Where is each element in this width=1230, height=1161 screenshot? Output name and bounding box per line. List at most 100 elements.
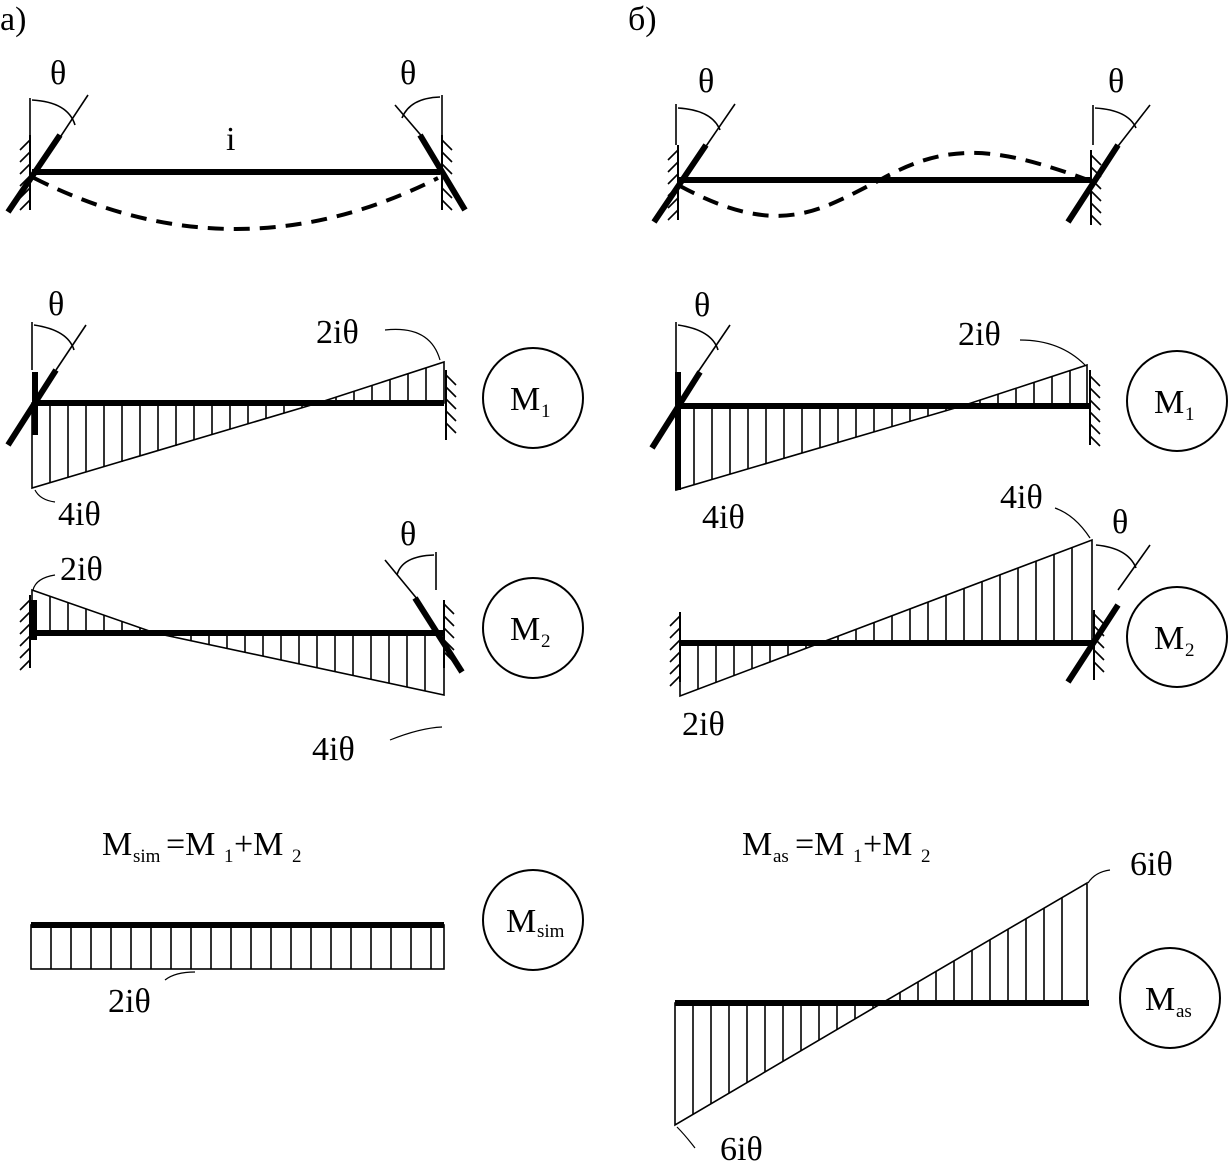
mas-right-pointer xyxy=(1087,869,1111,884)
mas-eq-sub2: 1 xyxy=(853,846,863,867)
theta-arc-left-a xyxy=(31,99,76,126)
hatch-right-b xyxy=(1090,154,1102,226)
msim-hatching xyxy=(50,925,432,969)
m2-a-rotated-line xyxy=(412,596,465,674)
m1-b-hatching xyxy=(693,371,1071,485)
m1-a-hatching xyxy=(49,368,427,483)
m1-a-theta-arc xyxy=(33,324,75,351)
m1-b-rotated-line xyxy=(649,370,703,450)
msim-eq-m: M xyxy=(102,826,132,863)
msim-rect xyxy=(30,924,445,970)
panel-a-m1-diagram: θ 2iθ 4iθ M 1 xyxy=(5,286,584,533)
m2-b-right-value: 4iθ xyxy=(1000,479,1043,516)
m2-b-left-hatch xyxy=(669,615,681,687)
m2-b-theta-arc xyxy=(1095,544,1137,569)
m2-a-left-value: 2iθ xyxy=(60,551,103,588)
m2-b-left-value: 2iθ xyxy=(682,706,725,743)
m1-b-left-value: 4iθ xyxy=(702,499,745,536)
theta-label-left-a: θ xyxy=(50,55,66,92)
msim-eq-sub3: 2 xyxy=(292,846,302,867)
panel-a-deformed-beam: θ θ i xyxy=(5,55,468,231)
msim-circle-sub: sim xyxy=(537,921,565,942)
rotated-line-right-b xyxy=(1065,143,1121,224)
mas-left-value: 6iθ xyxy=(720,1131,763,1161)
m1-b-theta-arc xyxy=(677,324,719,351)
hatch-left-a xyxy=(19,139,31,211)
mas-circle-main: M xyxy=(1145,981,1175,1018)
m2-b-right-pointer xyxy=(1054,507,1091,539)
m1-b-right-pointer xyxy=(1019,339,1086,366)
panel-a-m2-diagram: θ 2iθ 4iθ M 2 xyxy=(19,516,584,768)
m1-b-upper-triangle xyxy=(961,363,1088,407)
msim-eq-rest: =M xyxy=(166,826,215,863)
m1-a-rotated-line xyxy=(5,368,59,447)
mas-left-pointer xyxy=(676,1126,696,1149)
m2-a-theta-ray xyxy=(384,559,419,601)
m1-a-theta-ray xyxy=(55,324,87,371)
m1-b-circle-main: M xyxy=(1154,384,1184,421)
rotated-line-left-a xyxy=(5,133,63,214)
msim-equation: M sim =M 1 +M 2 xyxy=(102,826,302,867)
panel-b-label: б) xyxy=(628,1,657,38)
theta-label-right-a: θ xyxy=(400,55,416,92)
m2-a-circle-sub: 2 xyxy=(541,631,551,652)
mas-lower-triangle xyxy=(674,1002,885,1127)
m1-b-circle xyxy=(1126,350,1228,452)
m1-a-lower-triangle xyxy=(31,402,319,490)
m1-b-circle-sub: 1 xyxy=(1185,404,1195,425)
m1-a-right-hatch xyxy=(445,374,457,434)
m1-b-right-hatch xyxy=(1089,375,1101,447)
m2-a-left-hatch xyxy=(19,599,31,671)
msim-eq-sub2: 1 xyxy=(224,846,234,867)
m2-a-theta-arc xyxy=(396,554,435,576)
msim-pointer xyxy=(164,971,196,981)
m2-a-right-hatch xyxy=(443,603,455,663)
panel-a-msum-diagram: M sim =M 1 +M 2 2iθ M sim xyxy=(30,826,584,1020)
mas-right-value: 6iθ xyxy=(1130,846,1173,883)
mas-eq-sub3: 2 xyxy=(921,846,931,867)
panel-a-label: а) xyxy=(0,1,26,38)
m2-a-right-value: 4iθ xyxy=(312,731,355,768)
m1-a-upper-triangle xyxy=(317,360,445,404)
mas-eq-plus: +M xyxy=(863,826,912,863)
mas-hatching xyxy=(692,898,1063,1114)
msim-circle-main: M xyxy=(506,903,536,940)
rotated-line-right-a xyxy=(417,133,468,212)
m1-a-left-value: 4iθ xyxy=(58,496,101,533)
theta-ray-left-b xyxy=(699,103,736,156)
m1-a-circle-main: M xyxy=(510,381,540,418)
msim-eq-plus: +M xyxy=(234,826,283,863)
mas-circle-sub: as xyxy=(1176,1001,1192,1022)
m2-b-circle-main: M xyxy=(1154,620,1184,657)
m1-a-right-pointer xyxy=(384,328,441,361)
m2-a-hatching xyxy=(49,596,426,691)
m1-b-right-value: 2iθ xyxy=(958,316,1001,353)
mas-eq-m: M xyxy=(742,826,772,863)
theta-label-right-b: θ xyxy=(1108,63,1124,100)
m2-a-left-pointer xyxy=(32,574,56,591)
mas-circle xyxy=(1119,947,1221,1049)
msim-value: 2iθ xyxy=(108,983,151,1020)
m1-b-theta-ray xyxy=(697,324,731,373)
m2-b-theta-label: θ xyxy=(1112,504,1128,541)
m2-b-circle-sub: 2 xyxy=(1185,640,1195,661)
m1-b-theta-label: θ xyxy=(694,287,710,324)
theta-ray-left-a xyxy=(54,94,89,146)
m1-b-lower-triangle xyxy=(675,405,963,492)
panel-b-m1-diagram: θ 2iθ 4iθ M 1 xyxy=(649,287,1228,536)
m1-a-circle xyxy=(482,347,584,449)
m2-a-circle xyxy=(482,577,584,679)
m1-a-theta-label: θ xyxy=(48,286,64,323)
m2-b-theta-ray xyxy=(1117,544,1151,591)
deflection-curve-a xyxy=(33,176,439,231)
rotated-line-left-b xyxy=(651,143,709,224)
m1-a-right-value: 2iθ xyxy=(316,314,359,351)
m2-b-lower-triangle xyxy=(679,642,821,698)
panel-b-msum-diagram: M as =M 1 +M 2 6iθ 6iθ M as xyxy=(674,826,1221,1161)
theta-arc-right-a xyxy=(401,96,441,119)
m2-b-hatching xyxy=(697,547,1073,689)
m2-b-rotated-line xyxy=(1065,603,1121,684)
theta-arc-right-b xyxy=(1094,107,1137,129)
stiffness-label: i xyxy=(226,121,235,158)
